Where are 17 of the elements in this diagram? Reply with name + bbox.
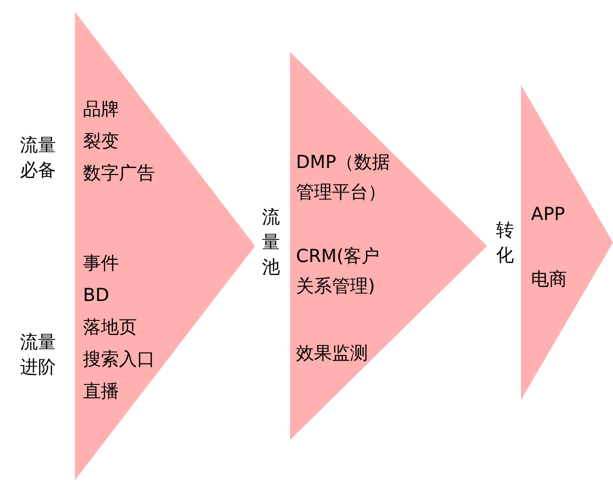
item-text: 搜索入口 <box>83 348 155 372</box>
stage-label: 流量池 <box>262 206 281 280</box>
item-text: 裂变 <box>83 130 119 154</box>
stage-label: 流量进阶 <box>20 331 57 380</box>
item-text: 效果监测 <box>296 342 368 366</box>
stage-label: 流量必备 <box>20 134 57 183</box>
item-text: 直播 <box>83 380 119 404</box>
item-text: 事件 <box>83 252 119 276</box>
item-text: 落地页 <box>83 316 137 340</box>
item-text: CRM(客户关系管理) <box>296 245 381 299</box>
item-text: DMP（数据管理平台） <box>296 151 392 205</box>
item-text: 数字广告 <box>83 162 155 186</box>
item-text: 电商 <box>531 268 567 292</box>
item-text: APP <box>531 203 566 227</box>
stage-label: 转化 <box>496 219 515 268</box>
item-text: BD <box>83 284 110 308</box>
item-text: 品牌 <box>83 98 119 122</box>
